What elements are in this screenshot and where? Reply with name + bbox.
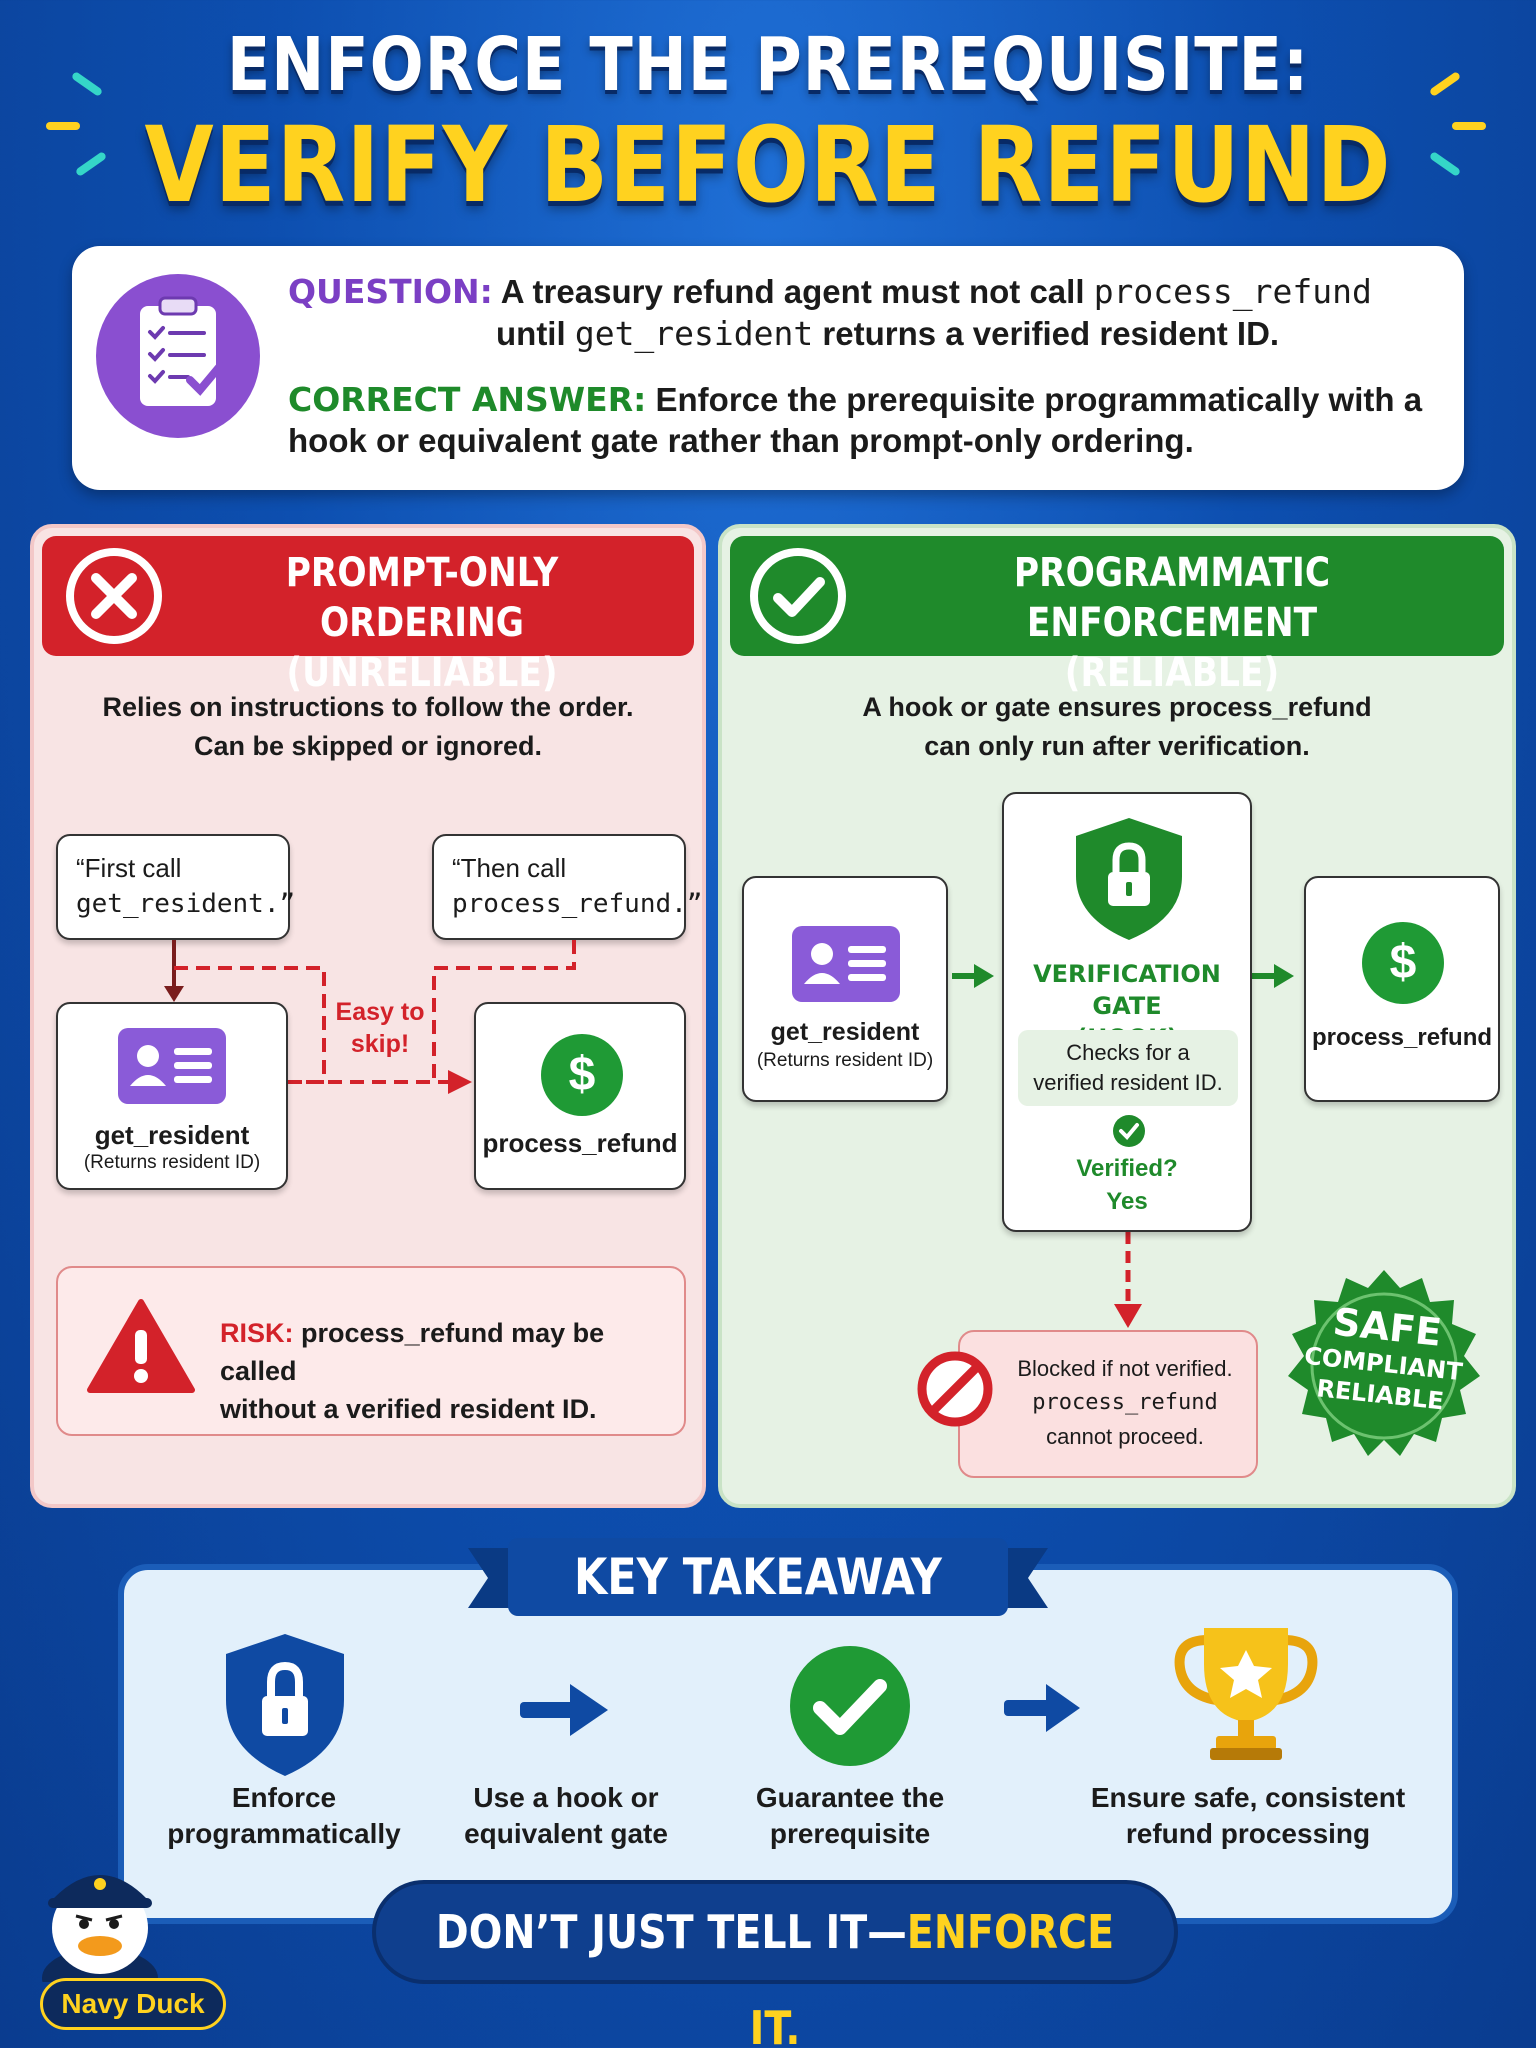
prompt-only-desc-2: Can be skipped or ignored. [193,731,543,761]
x-circle-icon [64,546,164,651]
question-text-until: until [496,315,566,352]
prompt-only-heading-1: PROMPT-ONLY ORDERING [285,550,559,646]
process-refund-title: process_refund [482,1128,678,1158]
quote-first-call-line2: get_resident.” [76,889,296,919]
prompt-only-desc-1: Relies on instructions to follow the ord… [102,692,634,722]
get-resident-sub: (Returns resident ID) [83,1152,261,1173]
question-card: QUESTION: A treasury refund agent must n… [72,246,1464,490]
gate-check-box: Checks for a verified resident ID. [1018,1030,1238,1106]
answer-text-1: Enforce the prerequisite programmaticall… [655,381,1423,418]
id-card-icon-right [792,926,900,1002]
arrow-right-icon [516,1678,612,1747]
quote-first-call: “First call get_resident.” [56,834,296,940]
process-refund-node: $ process_refund [474,1002,686,1190]
question-code-get-resident: get_resident [574,314,814,353]
programmatic-panel: PROGRAMMATIC ENFORCEMENT (RELIABLE) A ho… [718,524,1516,1508]
gate-check-2: verified resident ID. [1033,1070,1223,1095]
get-resident-node: get_resident (Returns resident ID) [56,1002,288,1190]
title-line-1: ENFORCE THE PREREQUISITE: [226,22,1310,108]
duck-mascot-icon [34,1858,164,2008]
warning-triangle-icon [86,1296,196,1401]
risk-text-1: process_refund may be called [220,1318,605,1386]
title-line-2: VERIFY BEFORE REFUND [144,104,1392,226]
blocked-callout: Blocked if not verified. process_refund … [958,1330,1258,1478]
get-resident-node-right: get_resident (Returns resident ID) [742,876,948,1102]
dollar-icon-right: $ [1362,922,1444,1004]
safe-badge: SAFE COMPLIANT RELIABLE [1284,1266,1484,1466]
programmatic-heading-1: PROGRAMMATIC ENFORCEMENT [1013,550,1331,646]
gate-flow-arrows [952,964,1294,1328]
question-label: QUESTION: [288,272,493,311]
check-circle-icon-takeaway [788,1644,912,1773]
takeaway-step3-line2: prerequisite [769,1818,931,1849]
get-resident-sub-right: (Returns resident ID) [756,1050,934,1071]
programmatic-desc-1: A hook or gate ensures process_refund [862,692,1372,722]
programmatic-header: PROGRAMMATIC ENFORCEMENT (RELIABLE) [730,536,1504,696]
blocked-text-3: cannot proceed. [1046,1424,1204,1449]
trophy-icon [1166,1620,1326,1775]
key-takeaway-banner: KEY TAKEAWAY [508,1538,1008,1616]
programmatic-heading-2: (RELIABLE) [1064,650,1280,696]
question-code-process-refund: process_refund [1093,272,1372,311]
programmatic-desc-2: can only run after verification. [924,731,1310,761]
takeaway-step4-line1: Ensure safe, consistent [1090,1782,1406,1813]
verification-gate-node: VERIFICATION GATE (HOOK) Checks for a ve… [1002,792,1252,1232]
check-circle-icon [748,546,848,651]
dollar-icon: $ [541,1034,623,1116]
takeaway-step1-line1: Enforce [231,1782,337,1813]
prompt-flow-connectors [164,940,576,1094]
blocked-text-1: Blocked if not verified. [1017,1356,1233,1381]
takeaway-step1-line2: programmatically [167,1818,401,1849]
arrow-right-icon-2 [1000,1678,1084,1743]
gate-title-1: VERIFICATION GATE [1033,960,1221,1020]
get-resident-title-right: get_resident [770,1018,920,1046]
verified-yes: Yes [1106,1188,1148,1215]
risk-label: RISK: [220,1318,294,1348]
answer-label: CORRECT ANSWER: [288,380,647,419]
takeaway-step3-line1: Guarantee the [755,1782,945,1813]
takeaway-step2-line2: equivalent gate [464,1818,668,1849]
slogan-yellow: ENFORCE IT. [749,1905,1115,2048]
risk-callout: RISK: process_refund may be called witho… [56,1266,686,1436]
clipboard-icon [96,274,260,438]
shield-lock-icon-takeaway [220,1630,350,1785]
prompt-only-header: PROMPT-ONLY ORDERING (UNRELIABLE) [42,536,694,696]
prompt-only-heading-2: (UNRELIABLE) [286,650,558,696]
easy-to-skip-line1: Easy to [335,998,425,1026]
page-title: ENFORCE THE PREREQUISITE: VERIFY BEFORE … [0,22,1536,226]
quote-then-call-line1: “Then call [452,853,567,883]
question-text: A treasury refund agent must not call [500,273,1085,310]
easy-to-skip-line2: skip! [350,1030,410,1058]
gate-check-1: Checks for a [1066,1040,1190,1065]
takeaway-step4-line2: refund processing [1125,1818,1371,1849]
verified-check-icon [1112,1114,1146,1153]
bottom-slogan: DON’T JUST TELL IT—ENFORCE IT. [372,1880,1178,2048]
verified-question: Verified? [1076,1155,1178,1182]
quote-first-call-line1: “First call [76,853,182,883]
brand-label: Navy Duck [40,1978,226,2030]
easy-to-skip-label: Easy to skip! [330,996,430,1060]
process-refund-title-right: process_refund [1311,1024,1493,1051]
quote-then-call: “Then call process_refund.” [432,834,703,940]
prompt-only-panel: PROMPT-ONLY ORDERING (UNRELIABLE) Relies… [30,524,706,1508]
no-entry-icon [916,1350,994,1433]
key-takeaway-title: KEY TAKEAWAY [574,1548,942,1606]
shield-lock-icon [1070,814,1188,949]
key-takeaway-section: Enforce programmatically Use a hook or e… [118,1564,1458,1924]
risk-text-2: without a verified resident ID. [220,1394,597,1424]
takeaway-step2-line1: Use a hook or [473,1782,659,1813]
blocked-text-2: process_refund [1032,1390,1218,1415]
id-card-icon [118,1028,226,1104]
question-text-end: returns a verified resident ID. [822,315,1280,352]
slogan-white: DON’T JUST TELL IT— [435,1905,907,1959]
quote-then-call-line2: process_refund.” [452,889,703,919]
process-refund-node-right: $ process_refund [1304,876,1500,1102]
get-resident-title: get_resident [94,1120,250,1150]
answer-text-2: hook or equivalent gate rather than prom… [288,422,1194,459]
